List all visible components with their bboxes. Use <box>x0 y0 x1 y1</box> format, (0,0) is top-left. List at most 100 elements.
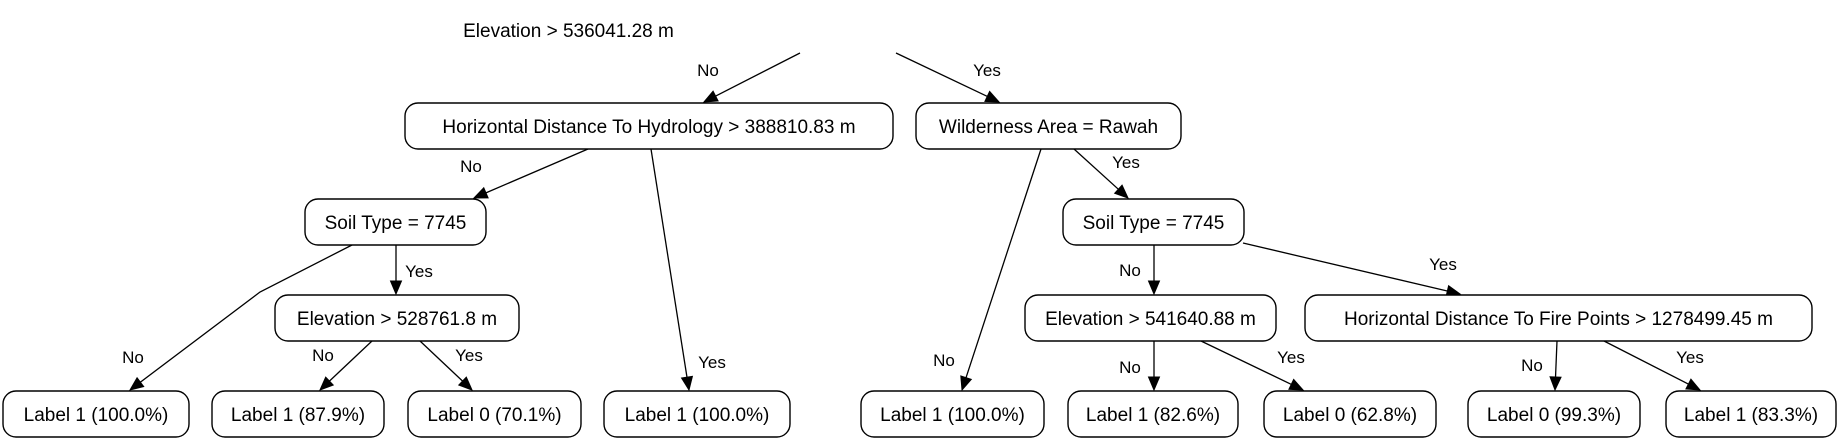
node-label: Wilderness Area = Rawah <box>939 117 1158 138</box>
decision-node-n2: Wilderness Area = Rawah <box>915 102 1182 150</box>
edge-n11-n14: Yes <box>1200 340 1305 391</box>
node-label: Label 1 (87.9%) <box>231 405 365 426</box>
node-box <box>404 102 894 150</box>
node-box <box>274 294 520 342</box>
decision-node-n12: Horizontal Distance To Fire Points > 127… <box>1304 294 1813 342</box>
node-label: Label 1 (83.3%) <box>1684 405 1818 426</box>
node-label: Label 1 (100.0%) <box>880 405 1025 426</box>
edge-line <box>1200 340 1293 386</box>
leaf-node-n4: Label 1 (100.0%) <box>603 390 791 438</box>
edge-line <box>139 244 353 384</box>
node-label: Elevation > 536041.28 m <box>463 21 674 42</box>
arrowhead-icon <box>702 90 719 103</box>
edge-label: No <box>122 348 144 367</box>
edge-label: No <box>460 157 482 176</box>
arrowhead-icon <box>389 280 403 296</box>
arrowhead-icon <box>1685 378 1702 391</box>
edge-label: Yes <box>1277 348 1305 367</box>
edge-label: No <box>1119 261 1141 280</box>
edge-n11-n13: No <box>1119 341 1161 392</box>
decision-node-n0: Elevation > 536041.28 m <box>463 21 674 42</box>
arrowhead-icon <box>1147 280 1161 296</box>
edge-line <box>1073 148 1120 191</box>
nodes-layer: Elevation > 536041.28 m Horizontal Distan… <box>2 21 1837 438</box>
arrowhead-icon <box>1549 376 1562 392</box>
edge-label: Yes <box>973 61 1001 80</box>
edge-line <box>328 340 373 383</box>
edge-label: No <box>312 346 334 365</box>
edge-n2-n9: No <box>933 148 1042 392</box>
node-box <box>1067 390 1239 438</box>
node-label: Label 0 (70.1%) <box>427 405 561 426</box>
node-box <box>860 390 1045 438</box>
edge-n1-n3: No <box>460 148 589 199</box>
node-label: Soil Type = 7745 <box>325 213 467 234</box>
edge-line <box>1242 242 1449 292</box>
node-label: Elevation > 541640.88 m <box>1045 309 1256 330</box>
edge-line <box>419 340 464 383</box>
edge-label: Yes <box>1429 255 1457 274</box>
arrowhead-icon <box>960 375 973 392</box>
decision-node-n11: Elevation > 541640.88 m <box>1024 294 1277 342</box>
edge-line <box>1603 340 1690 386</box>
node-box <box>1467 390 1641 438</box>
edge-label: Yes <box>1112 153 1140 172</box>
node-box <box>1062 198 1245 246</box>
edge-n10-n11: No <box>1119 245 1161 296</box>
edge-n1-n4: Yes <box>650 148 726 392</box>
leaf-node-n14: Label 0 (62.8%) <box>1263 390 1437 438</box>
edge-label: No <box>933 351 955 370</box>
node-label: Elevation > 528761.8 m <box>297 309 497 330</box>
edge-n3-n5: Yes <box>389 245 433 296</box>
edge-label: Yes <box>405 262 433 281</box>
node-box <box>915 102 1182 150</box>
edge-line <box>895 52 989 98</box>
node-box <box>1263 390 1437 438</box>
node-box <box>407 390 582 438</box>
edge-n3-n6: No <box>122 244 353 391</box>
edge-n12-n16: Yes <box>1603 340 1704 391</box>
edge-n12-n15: No <box>1521 340 1562 392</box>
leaf-node-n15: Label 0 (99.3%) <box>1467 390 1641 438</box>
edge-line <box>714 52 801 98</box>
edge-line <box>484 148 589 194</box>
node-box <box>1024 294 1277 342</box>
leaf-node-n13: Label 1 (82.6%) <box>1067 390 1239 438</box>
node-label: Horizontal Distance To Fire Points > 127… <box>1344 309 1773 330</box>
node-label: Horizontal Distance To Hydrology > 38881… <box>442 117 855 138</box>
node-label: Label 1 (100.0%) <box>24 405 169 426</box>
edge-label: Yes <box>698 353 726 372</box>
arrowhead-icon <box>1113 184 1129 199</box>
arrowhead-icon <box>1288 378 1305 391</box>
node-label: Label 0 (99.3%) <box>1487 405 1621 426</box>
edge-line <box>1554 340 1558 379</box>
arrowhead-icon <box>319 376 335 391</box>
node-label: Soil Type = 7745 <box>1083 213 1225 234</box>
edge-label: No <box>1521 356 1543 375</box>
arrowhead-icon <box>1147 376 1161 392</box>
leaf-node-n6: Label 1 (100.0%) <box>2 390 190 438</box>
node-box <box>603 390 791 438</box>
arrowhead-icon <box>680 375 694 392</box>
edge-line <box>650 148 688 379</box>
edge-label: No <box>1119 358 1141 377</box>
arrowhead-icon <box>457 376 473 391</box>
node-box <box>304 198 487 246</box>
edge-n0-n2: Yes <box>895 52 1001 103</box>
edge-n5-n7: No <box>312 340 373 391</box>
node-box <box>1665 390 1837 438</box>
arrowhead-icon <box>472 186 489 199</box>
edge-line <box>965 148 1042 379</box>
edge-n5-n8: Yes <box>419 340 483 391</box>
node-label: Label 1 (100.0%) <box>625 405 770 426</box>
decision-node-n1: Horizontal Distance To Hydrology > 38881… <box>404 102 894 150</box>
edge-label: Yes <box>1676 348 1704 367</box>
node-label: Label 0 (62.8%) <box>1283 405 1417 426</box>
decision-node-n3: Soil Type = 7745 <box>304 198 487 246</box>
leaf-node-n8: Label 0 (70.1%) <box>407 390 582 438</box>
leaf-node-n16: Label 1 (83.3%) <box>1665 390 1837 438</box>
node-box <box>1304 294 1813 342</box>
edge-label: Yes <box>455 346 483 365</box>
